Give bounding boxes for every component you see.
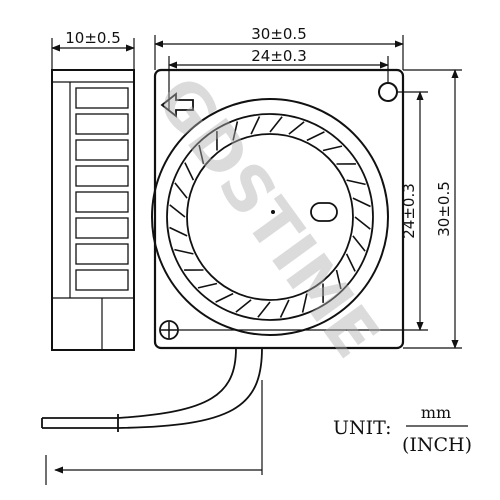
lead-wire-1 [42,347,237,419]
unit-legend: UNIT: mm (INCH) [333,403,472,456]
impeller-blade [306,131,325,142]
impeller-blade [352,235,366,252]
impeller-blade [301,293,308,313]
fan-frame [153,68,405,350]
side-view-fin [75,269,129,291]
impeller-blade [232,121,239,141]
lead-wire-2 [42,347,263,429]
unit-denominator: (INCH) [402,434,472,456]
airflow-arrow-icon [160,92,194,118]
hub-center-dot [271,210,275,214]
side-view-fin [75,243,129,265]
impeller-blades [169,116,371,318]
outer-width-label: 30±0.5 [251,25,307,43]
side-view-fin [75,139,129,161]
front-view [151,68,405,350]
unit-numerator: mm [421,403,451,422]
impeller-blade [335,269,342,290]
impeller-blade [174,182,188,199]
impeller-blade [346,179,366,186]
impeller-blade [279,299,290,318]
side-view [51,69,135,351]
hub-label-slot [310,202,338,222]
impeller-blade [169,204,186,218]
impeller-outer-ring [166,113,374,321]
dimension-lines [51,35,462,349]
impeller-blade [269,116,283,133]
side-view-fin [75,191,129,213]
side-view-fin [75,217,129,239]
side-depth-label: 10±0.5 [65,29,121,47]
side-view-fin [75,165,129,187]
lead-wires [41,347,263,485]
outer-height-label: 30±0.5 [435,181,453,237]
impeller-blade [235,299,252,313]
impeller-blade [215,292,234,303]
impeller-blade [322,145,343,152]
impeller-blade [197,282,218,289]
side-view-fin [75,113,129,135]
side-view-fins [75,87,129,291]
impeller-blade [354,216,371,230]
housing-outer-ring [151,98,389,336]
impeller-blade [174,248,194,255]
impeller-blade [288,121,305,135]
impeller-blade [352,197,371,208]
inner-width-label: 24±0.3 [251,47,307,65]
inner-height-label: 24±0.3 [400,183,418,239]
impeller-hub [186,133,354,301]
impeller-blade [169,226,188,237]
side-view-outline [51,69,135,351]
side-view-fin [75,87,129,109]
impeller-blade [345,253,356,272]
mounting-hole-icon [378,82,398,102]
impeller-blade [257,301,271,318]
unit-label: UNIT: [333,417,392,439]
impeller-blade [198,144,205,165]
impeller-blade [250,116,261,135]
impeller-blade [184,162,195,181]
